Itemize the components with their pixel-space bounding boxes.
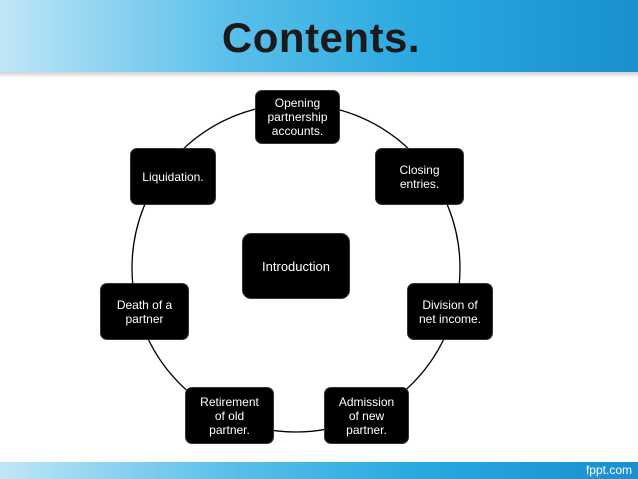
node-retirement-of-old-partner: Retirement of old partner. [186, 388, 273, 443]
node-admission-of-new-partner: Admission of new partner. [325, 388, 408, 443]
node-introduction-center: Introduction [243, 234, 349, 298]
node-closing-entries: Closing entries. [376, 149, 463, 204]
node-liquidation: Liquidation. [131, 149, 215, 204]
node-division-of-net-income: Division of net income. [408, 284, 492, 339]
slide-title: Contents. [221, 14, 421, 61]
node-opening-partnership-accounts: Opening partnership accounts. [256, 91, 339, 143]
header-shadow [0, 72, 638, 78]
header-bar [0, 0, 638, 72]
footer-brand: fppt.com [585, 463, 632, 477]
footer-bar [0, 462, 638, 479]
node-death-of-a-partner: Death of a partner [101, 284, 188, 339]
